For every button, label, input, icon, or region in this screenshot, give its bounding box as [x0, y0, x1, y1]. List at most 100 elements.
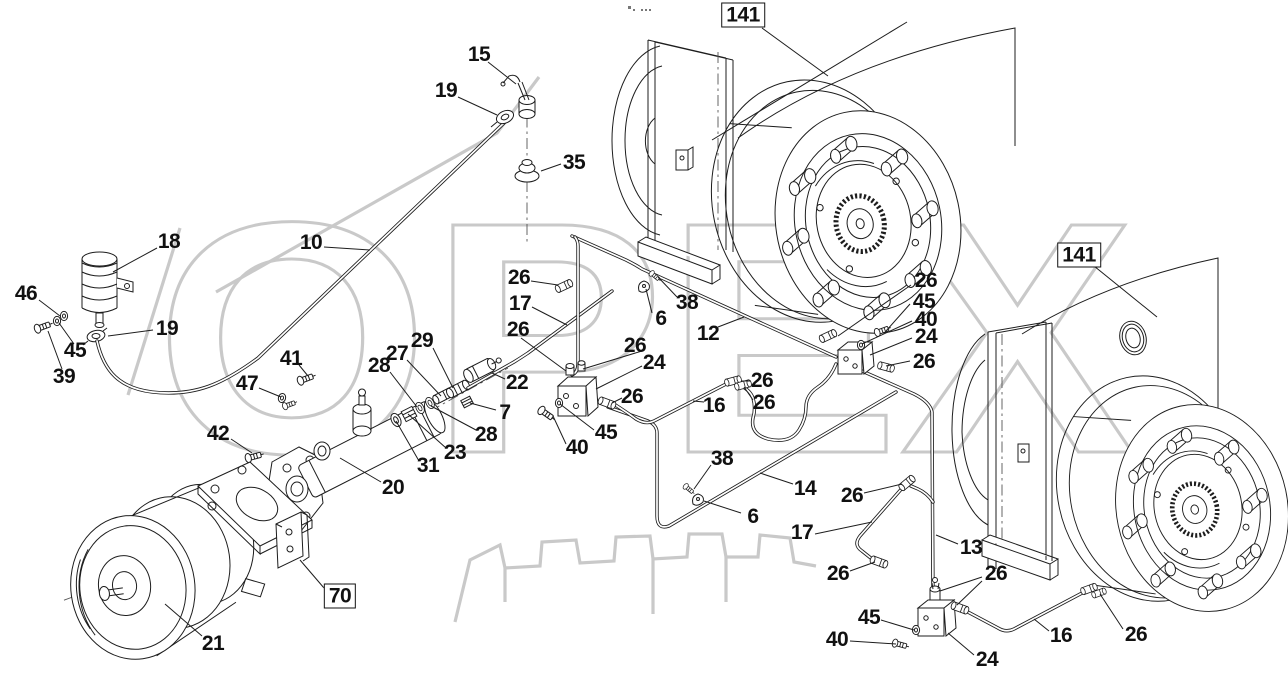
leader-line	[947, 632, 975, 656]
watermark-gear	[453, 532, 817, 623]
grommet	[514, 159, 540, 183]
leader-line	[693, 464, 712, 490]
leader-line	[520, 337, 567, 372]
part-callout-40: 40	[565, 436, 589, 459]
part-callout-47: 47	[235, 372, 259, 395]
leader-line	[559, 403, 595, 431]
part-callout-24: 24	[914, 325, 938, 348]
leader-line	[1099, 593, 1124, 630]
leader-line	[531, 306, 568, 326]
part-callout-12: 12	[696, 322, 720, 345]
leader-line	[58, 322, 75, 345]
part-callout-19: 19	[434, 79, 458, 102]
part-callout-14: 14	[793, 477, 817, 500]
part-callout-40: 40	[825, 628, 849, 651]
leader-line	[880, 619, 915, 631]
part-callout-20: 20	[381, 476, 405, 499]
leader-line	[956, 580, 983, 606]
part-callout-13: 13	[959, 536, 983, 559]
part-callout-18: 18	[157, 230, 181, 253]
part-callout-26: 26	[826, 562, 850, 585]
leader-line	[717, 316, 745, 328]
leader-line	[645, 288, 653, 314]
junction-valve-center	[535, 360, 618, 424]
leader-line	[837, 284, 912, 337]
part-callout-26: 26	[912, 350, 936, 373]
leader-line	[469, 402, 497, 411]
leader-line	[849, 561, 876, 572]
leader-line	[1033, 618, 1050, 632]
leader-line	[885, 303, 911, 332]
leader-line	[540, 163, 562, 172]
part-callout-22: 22	[505, 371, 529, 394]
part-callout-7: 7	[499, 401, 511, 424]
brake-pipes	[466, 234, 1086, 633]
part-callout-17: 17	[508, 292, 532, 315]
part-callout-26: 26	[620, 385, 644, 408]
leader-line	[432, 347, 454, 389]
part-callout-45: 45	[857, 606, 881, 629]
leader-line	[582, 350, 643, 370]
leader-line	[861, 320, 913, 345]
part-callout-10: 10	[299, 231, 323, 254]
part-callout-17: 17	[790, 521, 814, 544]
leader-line	[107, 329, 154, 337]
reservoir-hose	[95, 120, 507, 395]
leader-line	[258, 387, 282, 398]
part-callout-26: 26	[750, 369, 774, 392]
leader-line	[299, 559, 325, 589]
part-callout-42: 42	[206, 422, 230, 445]
leader-line	[743, 386, 754, 401]
part-callout-40: 40	[914, 308, 938, 331]
leader-line	[38, 299, 61, 317]
part-callout-26: 26	[984, 562, 1008, 585]
leader-line	[935, 534, 959, 545]
part-callout-70: 70	[323, 583, 357, 609]
leader-line	[112, 247, 158, 273]
part-callout-26: 26	[623, 334, 647, 357]
part-callout-28: 28	[367, 354, 391, 377]
part-callout-21: 21	[201, 632, 225, 655]
leader-line	[869, 337, 913, 356]
part-callout-6: 6	[655, 307, 667, 330]
leader-line	[339, 457, 382, 483]
leader-line	[611, 397, 623, 404]
junction-valve-bottom	[890, 577, 971, 652]
part-callout-24: 24	[975, 648, 999, 671]
part-callout-39: 39	[52, 365, 76, 388]
leader-line	[457, 96, 498, 116]
leader-line	[406, 359, 442, 397]
leader-line	[552, 415, 567, 445]
leader-line	[407, 413, 447, 449]
part-callout-41: 41	[279, 347, 303, 370]
part-callout-19: 19	[155, 317, 179, 340]
part-callout-38: 38	[675, 291, 699, 314]
part-callout-45: 45	[63, 339, 87, 362]
part-callout-16: 16	[1049, 624, 1073, 647]
leader-line	[814, 521, 873, 535]
leader-line	[164, 603, 203, 637]
bleeder-valve	[490, 74, 536, 242]
part-callout-26: 26	[914, 269, 938, 292]
leader-line	[849, 640, 897, 645]
leader-line	[530, 280, 559, 286]
junction-valve-right	[817, 323, 896, 375]
part-callout-16: 16	[702, 394, 726, 417]
part-callout-26: 26	[1124, 623, 1148, 646]
leader-line	[885, 360, 911, 367]
part-callout-141: 141	[721, 2, 765, 28]
part-callout-26: 26	[507, 266, 531, 289]
leader-line	[298, 364, 309, 377]
leader-line	[395, 420, 420, 462]
leader-line	[323, 246, 371, 251]
leader-line	[863, 483, 903, 494]
part-callout-26: 26	[840, 484, 864, 507]
fitting-chain	[243, 357, 502, 464]
part-callout-31: 31	[416, 454, 440, 477]
part-callout-28: 28	[474, 423, 498, 446]
part-callout-23: 23	[443, 441, 467, 464]
fluid-reservoir	[81, 251, 134, 328]
leader-line	[759, 472, 794, 485]
